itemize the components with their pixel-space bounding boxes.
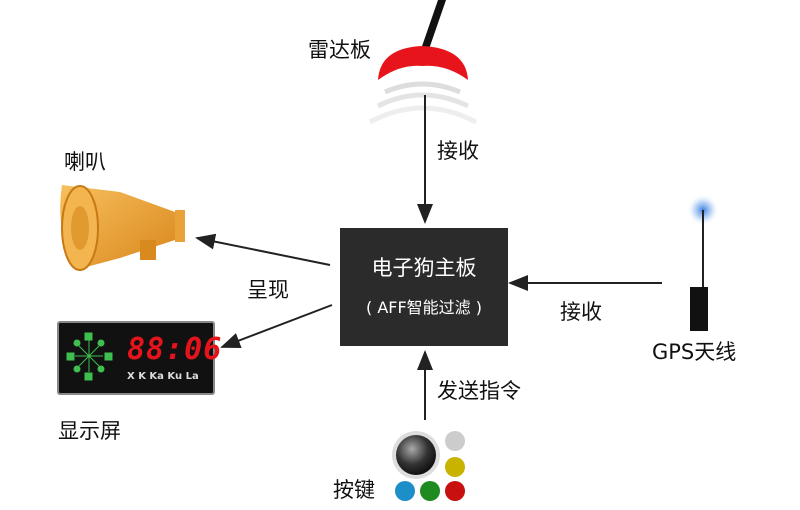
- label-gps-receive: 接收: [560, 300, 602, 324]
- label-present: 呈现: [247, 278, 289, 302]
- speaker-icon: [60, 185, 185, 271]
- label-buttons: 按键: [333, 478, 375, 502]
- main-board-box: 电子狗主板 ( AFF智能过滤 ): [340, 228, 508, 346]
- label-send-command: 发送指令: [437, 379, 521, 403]
- label-display: 显示屏: [58, 419, 121, 443]
- gps-antenna-icon: [687, 194, 719, 331]
- buttons-icon: [392, 431, 465, 501]
- main-board-subtitle: ( AFF智能过滤 ): [365, 298, 482, 317]
- display-panel-icon: 88:06 X K Ka Ku La: [57, 321, 221, 395]
- label-speaker: 喇叭: [64, 150, 106, 174]
- arrow-board-to-display: [220, 304, 333, 349]
- label-radar: 雷达板: [308, 38, 371, 62]
- arrow-board-to-speaker: [195, 233, 331, 266]
- radar-icon: [368, 0, 478, 125]
- display-bands: X K Ka Ku La: [127, 371, 199, 382]
- label-radar-receive: 接收: [437, 139, 479, 163]
- main-board-title: 电子狗主板: [371, 256, 477, 280]
- compass-icon: [66, 332, 113, 381]
- label-gps: GPS天线: [652, 340, 737, 364]
- display-digits: 88:06: [127, 332, 223, 367]
